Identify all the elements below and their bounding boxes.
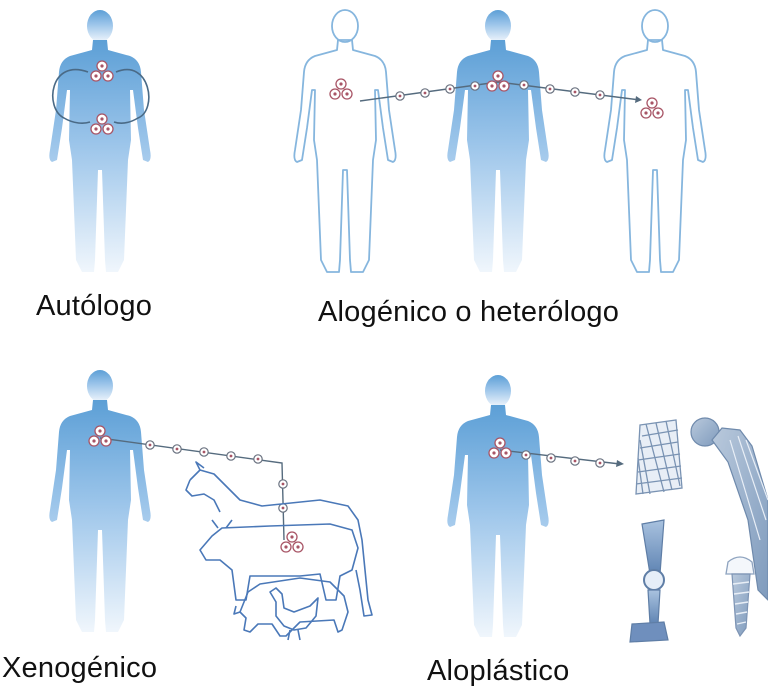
alogenico-donor-left bbox=[294, 10, 395, 272]
dental-implant-icon bbox=[726, 557, 754, 636]
alogenico-cells-right bbox=[641, 98, 663, 118]
label-autologo: Autólogo bbox=[36, 290, 152, 323]
prosthetic-leg-icon bbox=[630, 520, 668, 642]
label-alogenico: Alogénico o heterólogo bbox=[318, 296, 619, 329]
xenogenico-figure bbox=[49, 370, 150, 632]
alogenico-recipient-right bbox=[604, 10, 705, 272]
aloplastico-figure bbox=[447, 375, 548, 637]
mesh-implant-icon bbox=[636, 420, 682, 494]
cow-outline bbox=[200, 520, 358, 600]
autologo-figure bbox=[49, 10, 150, 272]
label-xenogenico: Xenogénico bbox=[2, 652, 157, 685]
pig-outline bbox=[234, 578, 348, 636]
label-aloplastico: Aloplástico bbox=[427, 655, 569, 688]
alogenico-center-figure bbox=[447, 10, 548, 272]
alogenico-cells-left bbox=[330, 79, 352, 99]
